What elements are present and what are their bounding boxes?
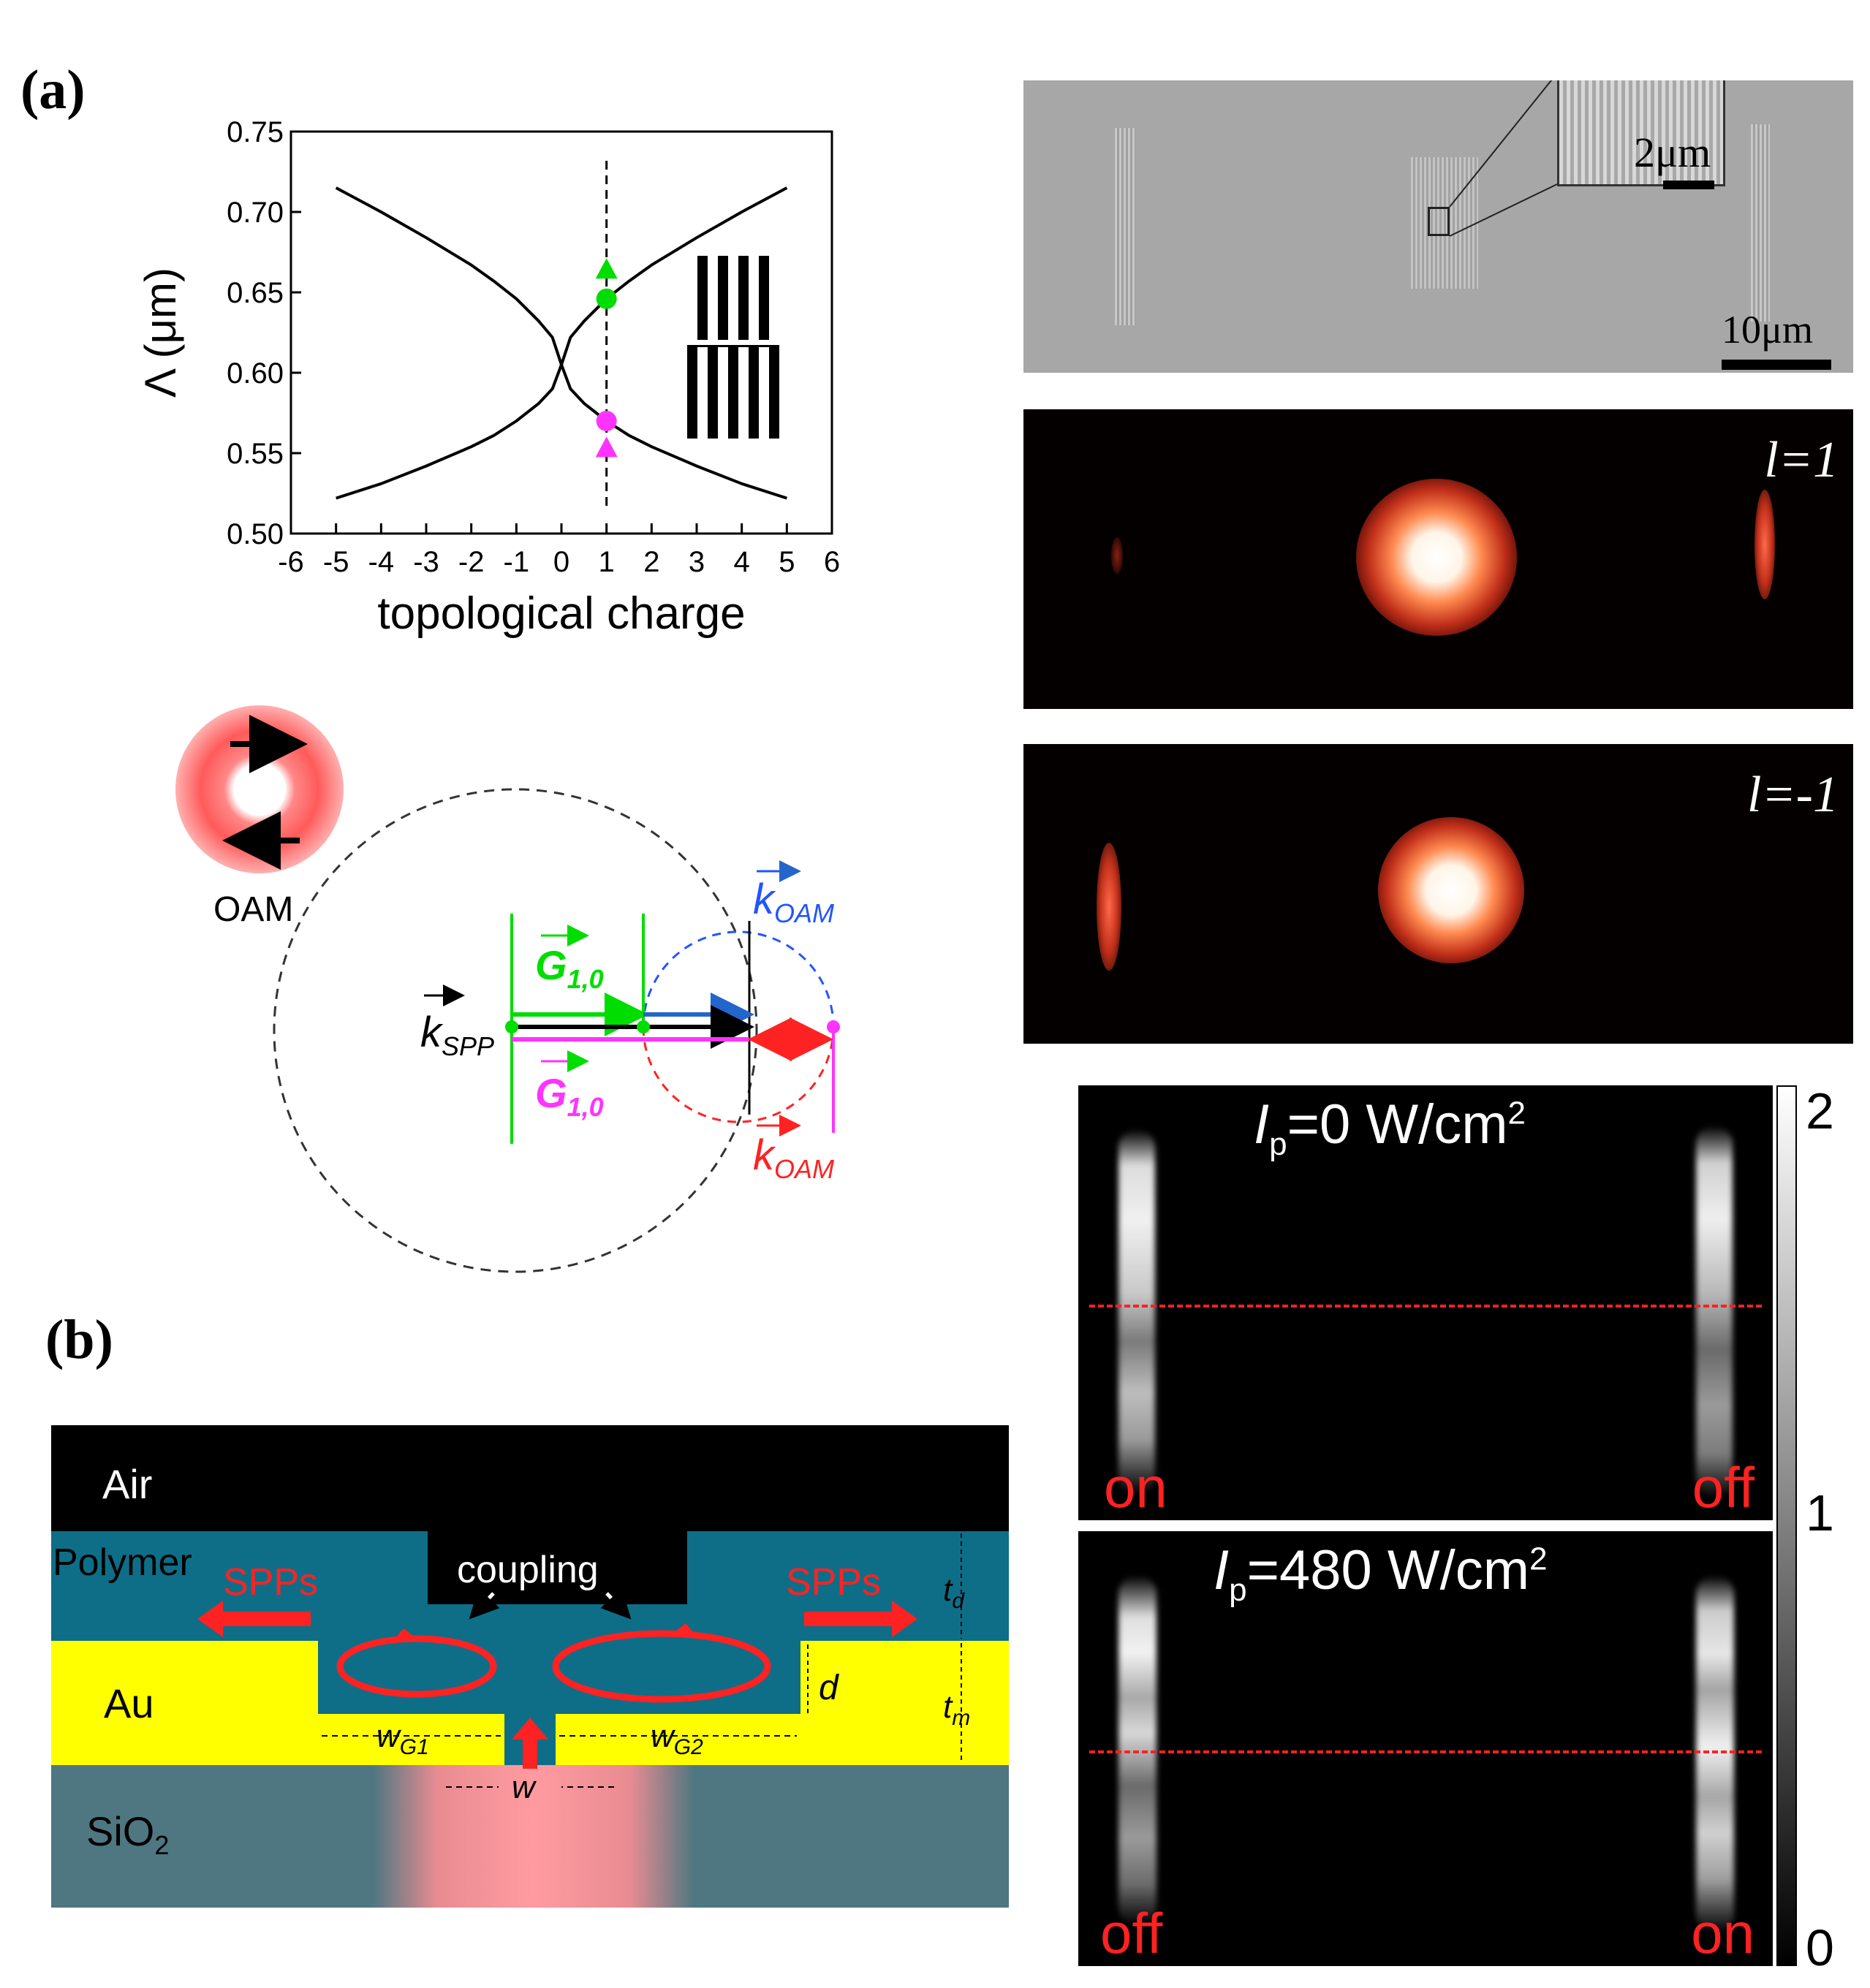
grating-inset-icon — [687, 256, 779, 439]
g-bottom-label: G1,0 — [535, 1070, 604, 1122]
panel-label-a: (a) — [20, 59, 86, 121]
intensity-0-title: Ip=0 W/cm2 — [1254, 1093, 1526, 1163]
series-line-1 — [335, 186, 563, 365]
scale-large-bar — [1722, 360, 1831, 370]
intensity-0-right-state: off — [1692, 1455, 1754, 1520]
x-tick-label: -5 — [323, 546, 349, 578]
colorbar-tick-0: 0 — [1806, 1919, 1834, 1976]
wg1-label: wG1 — [376, 1718, 429, 1759]
sio2-label: SiO2 — [86, 1808, 169, 1860]
x-tick-label: -2 — [458, 546, 485, 578]
marker-triangle-0 — [595, 258, 618, 279]
y-tick-label: 0.55 — [227, 438, 284, 470]
y-tick-label: 0.60 — [227, 357, 284, 390]
td-label: td — [943, 1572, 965, 1613]
beam-image-l1: l=1 — [1023, 409, 1853, 709]
scale-large-label: 10μm — [1722, 308, 1813, 352]
sem-image: 2μm 10μm — [1023, 80, 1853, 373]
intensity-480-right-state: on — [1691, 1901, 1754, 1965]
x-tick-label: -4 — [368, 546, 395, 578]
intensity-map-0: Ip=0 W/cm2 on off — [1078, 1085, 1773, 1520]
x-tick-label: -6 — [278, 546, 304, 578]
colorbar — [1776, 1085, 1797, 1966]
intensity-480-left-state: off — [1100, 1901, 1163, 1965]
series-line-0 — [560, 186, 788, 365]
x-tick-label: -1 — [504, 546, 530, 578]
g-top-label: G1,0 — [535, 942, 604, 994]
intensity-map-480: Ip=480 W/cm2 off on — [1078, 1531, 1773, 1966]
x-tick-label: 3 — [689, 546, 705, 578]
series-line-2 — [560, 364, 787, 500]
beam-lm1-label: l=-1 — [1747, 767, 1839, 823]
coupling-label: coupling — [457, 1549, 599, 1591]
input-arrow-icon — [512, 1718, 548, 1769]
beam-l1-label: l=1 — [1764, 432, 1839, 488]
wg2-label: wG2 — [651, 1718, 703, 1759]
x-tick-label: 0 — [553, 546, 569, 578]
intensity-480-title: Ip=480 W/cm2 — [1214, 1539, 1548, 1609]
series-line-3 — [336, 364, 563, 500]
x-tick-label: 1 — [599, 546, 615, 578]
oam-label: OAM — [213, 890, 293, 929]
k-spp-label: kSPP — [420, 1009, 494, 1061]
marker-circle-1 — [596, 288, 617, 309]
plot-frame — [289, 130, 833, 535]
colorbar-tick-2: 2 — [1806, 1082, 1834, 1139]
y-tick-label: 0.65 — [227, 277, 284, 309]
x-tick-label: -3 — [413, 546, 439, 578]
w-label: w — [512, 1769, 537, 1805]
au-label: Au — [104, 1680, 154, 1726]
y-axis-label: Λ (μm) — [136, 268, 185, 398]
marker-circle-2 — [596, 411, 617, 431]
spp-right-arrow-icon — [804, 1601, 917, 1637]
spps-left-label: SPPs — [223, 1561, 318, 1604]
wavevector-diagram: OAM kSPP G1,0 G1,0 kOAM kOAM — [175, 705, 840, 1273]
marker-triangle-3 — [595, 436, 618, 458]
colorbar-tick-1: 1 — [1806, 1484, 1834, 1541]
y-tick-label: 0.70 — [227, 197, 284, 229]
tm-label: tm — [943, 1689, 970, 1730]
spps-right-label: SPPs — [786, 1561, 881, 1604]
x-tick-label: 5 — [779, 546, 795, 578]
spp-left-arrow-icon — [197, 1601, 311, 1637]
x-tick-label: 6 — [824, 546, 840, 578]
polymer-label: Polymer — [53, 1541, 192, 1584]
scale-small-bar — [1663, 181, 1714, 189]
intensity-0-left-state: on — [1104, 1455, 1167, 1520]
beam-image-lm1: l=-1 — [1023, 744, 1853, 1044]
x-axis-label: topological charge — [377, 588, 745, 639]
x-tick-label: 2 — [643, 546, 659, 578]
y-tick-label: 0.75 — [227, 116, 284, 148]
panel-label-b: (b) — [45, 1309, 113, 1370]
k-oam-blue-label: kOAM — [753, 876, 834, 928]
x-tick-label: 4 — [734, 546, 750, 578]
air-label: Air — [102, 1461, 152, 1507]
k-oam-red-label: kOAM — [753, 1131, 834, 1184]
device-cross-section: Air Polymer Au SiO2 coupling SPPs SPPs w… — [51, 1425, 1009, 1908]
y-tick-label: 0.50 — [227, 518, 284, 550]
scale-small-label: 2μm — [1634, 129, 1711, 176]
d-label: d — [819, 1669, 839, 1707]
